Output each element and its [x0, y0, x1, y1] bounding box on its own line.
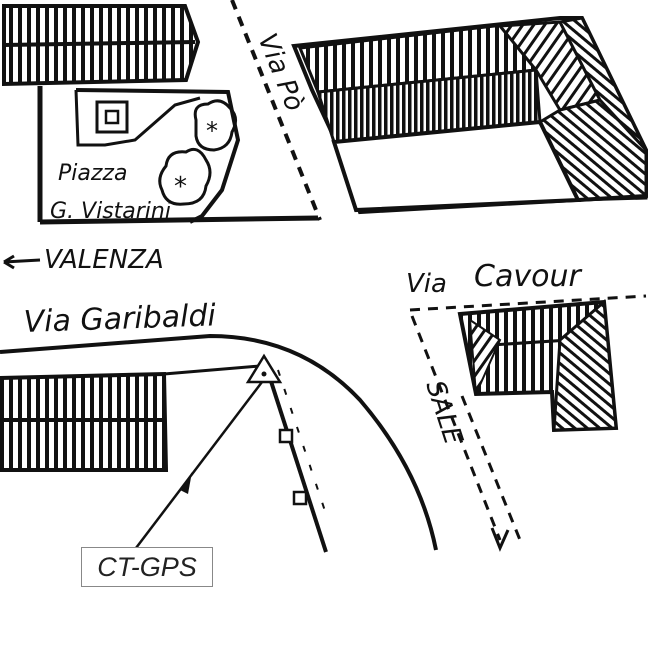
svg-text:*: * — [174, 172, 187, 202]
sidewalk-line — [266, 369, 329, 553]
building-top-right — [291, 16, 648, 215]
label-sale: SALE — [419, 377, 468, 449]
gps-pointer-arrow — [135, 381, 263, 549]
gps-station-marker — [245, 353, 283, 384]
via-po-road — [230, 0, 322, 221]
valenza-arrow — [3, 254, 41, 270]
label-via-garibaldi: Via Garibaldi — [23, 298, 217, 340]
piazza-block: * * — [37, 86, 319, 225]
label-piazza-name: G. Vistarini — [50, 199, 171, 224]
building-bottom-left — [0, 364, 261, 472]
arrow-left-icon — [3, 254, 41, 270]
svg-text:*: * — [206, 117, 218, 145]
tree-icon: * — [193, 99, 237, 152]
building-top-left — [2, 4, 201, 87]
building-via-cavour — [409, 294, 647, 433]
arrow-down-icon — [490, 527, 510, 552]
label-valenza: VALENZA — [44, 245, 164, 275]
label-via-cavour-prefix: Via — [406, 269, 447, 299]
tree-icon: * — [158, 147, 212, 206]
sale-road — [410, 315, 522, 552]
monument-icon — [95, 100, 129, 134]
via-garibaldi-road — [0, 333, 438, 551]
label-via-cavour: Cavour — [474, 259, 582, 294]
label-piazza: Piazza — [58, 161, 127, 186]
gps-station-label: CT-GPS — [81, 547, 213, 587]
